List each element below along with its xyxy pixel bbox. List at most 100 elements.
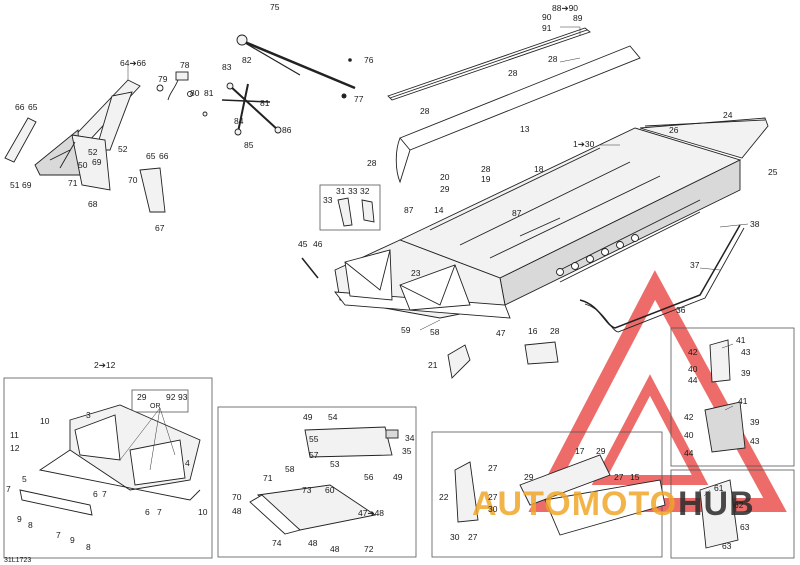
callout-label: 68	[88, 199, 98, 209]
callout-label: 2➔12	[94, 360, 116, 370]
callout-label: 25	[768, 167, 778, 177]
hinge-upper	[704, 339, 746, 453]
bracket-21	[447, 344, 471, 379]
callout-label: 5	[22, 474, 27, 484]
callout-label: 46	[313, 239, 323, 249]
callout-label: 73	[302, 485, 312, 495]
callout-label: 23	[411, 268, 421, 278]
callout-label: 27	[488, 463, 498, 473]
callout-label: 7	[102, 489, 107, 499]
callout-label: 74	[272, 538, 282, 548]
callout-label: 59	[401, 325, 411, 335]
callout-label: 24	[723, 110, 733, 120]
callout-label: 70	[128, 175, 138, 185]
front-frame-assembly-2-12	[19, 404, 201, 516]
callout-label: 70	[232, 492, 242, 502]
box-belly-pan	[217, 406, 417, 558]
callout-label: 36	[676, 305, 686, 315]
callout-label: 47➔48	[358, 508, 384, 518]
callout-label: 9	[17, 514, 22, 524]
leader-lines	[419, 26, 749, 497]
callout-label: 42	[684, 412, 694, 422]
callout-label: 91	[542, 23, 552, 33]
callout-label: 69	[22, 180, 32, 190]
callout-label: 80	[190, 88, 200, 98]
watermark-text-b: HUB	[678, 485, 755, 523]
callout-label: 75	[270, 2, 280, 12]
callout-label: 21	[428, 360, 438, 370]
callout-label: 22	[439, 492, 449, 502]
callout-label: 1➔30	[573, 139, 595, 149]
callout-label: 11	[10, 430, 19, 440]
callout-label: 50	[78, 160, 88, 170]
callout-label: 28	[550, 326, 560, 336]
fuel-line-fittings	[156, 71, 193, 101]
diagram-code: 31L1723	[4, 557, 31, 564]
callout-label: 78	[180, 60, 190, 70]
callout-label: 44	[684, 448, 694, 458]
callout-label: 38	[750, 219, 760, 229]
callout-label: 27	[468, 532, 478, 542]
callout-label: 82	[242, 55, 252, 65]
callout-label: 64➔66	[120, 58, 146, 68]
callout-label: 32	[360, 186, 370, 196]
callout-label: 13	[520, 124, 530, 134]
callout-label: 27	[614, 472, 624, 482]
callout-label: 30	[450, 532, 460, 542]
callout-label: 53	[330, 459, 340, 469]
box-bracket-31-33	[319, 184, 381, 231]
box-hinge-lower	[670, 469, 795, 559]
callout-label: 7	[157, 507, 162, 517]
callout-label: 3	[86, 410, 91, 420]
callout-label: 12	[10, 443, 20, 453]
callout-label: 28	[481, 164, 491, 174]
box-ref-29-92-93	[131, 389, 189, 413]
callout-label: 20	[440, 172, 450, 182]
callout-label: 27	[488, 492, 498, 502]
callout-label: 63	[740, 522, 750, 532]
callout-label: 15	[630, 472, 640, 482]
bracket-31-33	[337, 197, 375, 227]
callout-label: 28	[548, 54, 558, 64]
callout-label: 7	[56, 530, 61, 540]
callout-label: 65	[28, 102, 38, 112]
callout-label: 9	[70, 535, 75, 545]
callout-label: 77	[354, 94, 364, 104]
callout-label: 18	[534, 164, 544, 174]
steering-links	[202, 82, 282, 136]
callout-label: 29	[137, 392, 147, 402]
watermark-text: AUTOMOTO HUB	[472, 485, 755, 523]
callout-label: 67	[155, 223, 165, 233]
box-assembly-2-12	[3, 377, 213, 559]
callout-label: 35	[402, 446, 412, 456]
callout-label: 47	[496, 328, 506, 338]
callout-label: 51	[10, 180, 20, 190]
callout-labels: 64➔66 79 78 80 81 75 76 77 83 82 81 84 8…	[6, 2, 778, 554]
callout-label: 29	[440, 184, 450, 194]
callout-label: 58	[285, 464, 295, 474]
callout-label: 87	[512, 208, 522, 218]
callout-label: 30	[488, 504, 498, 514]
callout-label: 16	[528, 326, 538, 336]
callout-label: 45	[298, 239, 308, 249]
callout-label: 61	[714, 483, 724, 493]
callout-label: 14	[434, 205, 444, 215]
callout-label: 8	[86, 542, 91, 552]
callout-label: 52	[88, 147, 98, 157]
callout-label: 26	[669, 125, 679, 135]
box-hinge-upper	[670, 327, 795, 467]
callout-label: 31	[336, 186, 346, 196]
callout-label: 10	[40, 416, 50, 426]
callout-label: 93	[178, 392, 188, 402]
callout-label: 28	[420, 106, 430, 116]
side-panel-assembly	[454, 454, 666, 536]
rail-strip-89	[387, 27, 591, 101]
callout-label: 55	[309, 434, 319, 444]
watermark-text-a: AUTOMOTO	[472, 485, 677, 523]
callout-label: 88➔90	[552, 3, 578, 13]
bracket-16	[524, 341, 559, 365]
callout-label: 28	[367, 158, 377, 168]
callout-label: 37	[690, 260, 700, 270]
callout-label: 40	[688, 364, 698, 374]
